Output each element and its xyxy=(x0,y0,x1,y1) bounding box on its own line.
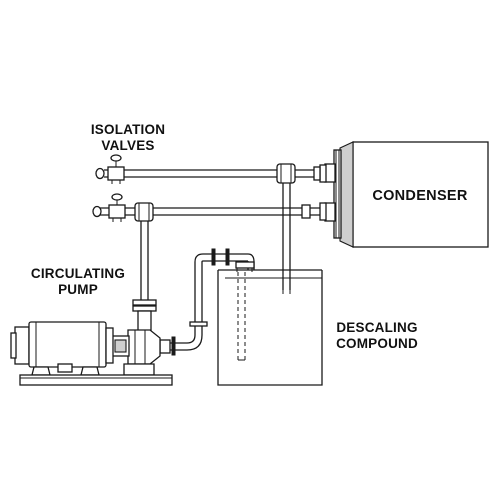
lower-pipe xyxy=(92,202,327,221)
return-line xyxy=(282,183,291,296)
condenser-label: CONDENSER xyxy=(372,188,468,204)
lower-tee-fitting xyxy=(134,202,154,222)
descaling-tank xyxy=(217,269,323,386)
circulating-pump-label-line2: PUMP xyxy=(58,282,98,297)
lower-isolation-valve xyxy=(108,193,126,222)
suction-dip-tube xyxy=(237,272,246,361)
pump-discharge-riser xyxy=(132,221,157,332)
descaling-compound-label-line2: COMPOUND xyxy=(336,336,418,351)
isolation-valves-label-line2: VALVES xyxy=(101,138,154,153)
pump-motor xyxy=(10,321,114,376)
base-plate xyxy=(19,374,173,386)
circulating-pump xyxy=(111,329,161,376)
upper-pipe xyxy=(95,164,327,183)
upper-isolation-valve xyxy=(107,154,125,184)
condenser: CONDENSER xyxy=(324,141,489,248)
suction-line xyxy=(159,248,255,356)
descaling-compound-label-line1: DESCALING xyxy=(336,320,417,335)
isolation-valves-label-line1: ISOLATION xyxy=(91,122,165,137)
upper-tee-fitting xyxy=(276,163,296,184)
circulating-pump-label-line1: CIRCULATING xyxy=(31,266,125,281)
